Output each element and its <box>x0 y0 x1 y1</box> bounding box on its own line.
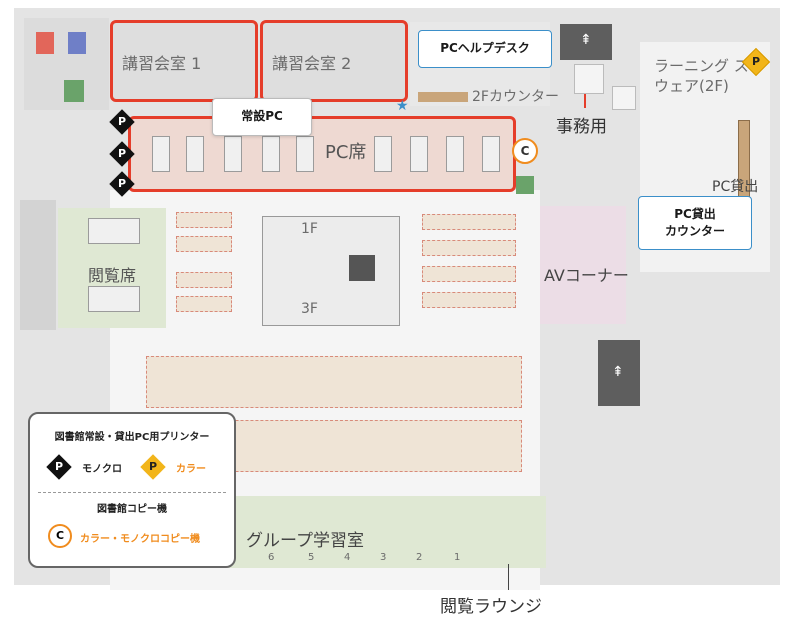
lounge-pointer-line <box>508 564 509 590</box>
av-corner: AVコーナー <box>540 206 629 324</box>
group-room-number: 3 <box>380 552 387 563</box>
pc-desk <box>410 136 428 172</box>
legend-copier-label: カラー・モノクロコピー機 <box>80 534 200 545</box>
pc-desk <box>482 136 500 172</box>
book-shelf <box>422 240 516 256</box>
pc-desk <box>296 136 314 172</box>
accessible-restroom-icon <box>64 80 84 102</box>
group-room-number: 5 <box>308 552 315 563</box>
staircase-top: ⇞ <box>560 24 612 60</box>
office-icon-box <box>612 86 636 110</box>
pc-desk <box>262 136 280 172</box>
lecture-room-2-label: 講習会室 2 <box>272 54 352 73</box>
mono-printer-marker[interactable]: P <box>109 109 135 135</box>
elevator-icon <box>349 255 375 281</box>
pc-lending-label: PC貸出 <box>712 179 759 195</box>
book-shelf <box>176 296 232 312</box>
pc-lending-counter-line1: PC貸出 <box>674 207 716 221</box>
mono-printer-marker[interactable]: P <box>109 171 135 197</box>
left-wall-block <box>20 200 56 330</box>
floor-up-label: 1F <box>301 221 318 237</box>
book-shelf <box>176 212 232 228</box>
book-shelf <box>422 266 516 282</box>
color-printer-legend-icon: P <box>140 454 166 480</box>
pc-desk <box>446 136 464 172</box>
lecture-room-1-highlight <box>110 20 258 102</box>
group-room-number: 4 <box>344 552 351 563</box>
legend-box: 図書館常設・貸出PC用プリンター P モノクロ P カラー 図書館コピー機 C … <box>28 412 236 568</box>
legend-mono-label: モノクロ <box>82 464 122 475</box>
pc-lending-counter-line2: カウンター <box>664 224 725 238</box>
lecture-room-2-highlight <box>260 20 408 102</box>
pc-desk <box>186 136 204 172</box>
counter-desk <box>418 92 468 102</box>
group-study-label: グループ学習室 <box>246 531 364 551</box>
stairs-icon: ⇞ <box>580 32 592 48</box>
permanent-pc-callout: 常設PC <box>212 98 312 136</box>
legend-printer-title: 図書館常設・貸出PC用プリンター <box>54 432 210 443</box>
pc-helpdesk-callout: PCヘルプデスク <box>418 30 552 68</box>
group-room-number: 6 <box>268 552 275 563</box>
legend-divider <box>38 492 226 493</box>
group-room-number: 2 <box>416 552 423 563</box>
copier-legend-icon: C <box>48 524 72 548</box>
lecture-room-1: 講習会室 1 <box>112 22 256 100</box>
restroom-area <box>24 18 109 110</box>
floor-down-label: 3F <box>301 301 318 317</box>
reading-table <box>88 286 140 312</box>
pc-desk <box>374 136 392 172</box>
lounge-label: 閲覧ラウンジ <box>440 597 542 617</box>
av-corner-label: AVコーナー <box>544 266 629 285</box>
pc-lending-counter-callout: PC貸出 カウンター <box>638 196 752 250</box>
book-shelf <box>422 214 516 230</box>
book-shelf-row <box>146 356 522 408</box>
helpdesk-location-star-icon: ★ <box>396 98 409 114</box>
book-shelf <box>176 236 232 252</box>
pc-desk <box>152 136 170 172</box>
reading-seat-area: 閲覧席 <box>58 208 166 328</box>
counter-2f-label: 2Fカウンター <box>472 89 559 105</box>
legend-color-label: カラー <box>176 464 206 475</box>
stairs-icon: ⇞ <box>612 364 624 380</box>
lecture-room-1-label: 講習会室 1 <box>122 54 202 73</box>
book-shelf <box>176 272 232 288</box>
office-arrow-icon <box>584 94 586 108</box>
male-restroom-icon <box>68 32 86 54</box>
central-staircase: 1F 3F <box>262 216 400 326</box>
accessible-icon <box>516 176 534 194</box>
pc-desk <box>224 136 242 172</box>
pc-seat-label: PC席 <box>325 142 367 163</box>
office-label: 事務用 <box>556 117 607 137</box>
group-room-number: 1 <box>454 552 461 563</box>
legend-copier-title: 図書館コピー機 <box>97 504 167 515</box>
elevator-top <box>574 64 604 94</box>
mono-printer-legend-icon: P <box>46 454 72 480</box>
lecture-room-2: 講習会室 2 <box>262 22 406 100</box>
reading-seat-label: 閲覧席 <box>88 266 137 285</box>
female-restroom-icon <box>36 32 54 54</box>
group-study-area: グループ学習室 6 5 4 3 2 1 <box>228 496 546 568</box>
staircase-right: ⇞ <box>598 340 640 406</box>
learning-square-label: ラーニング スクウェア(2F) <box>654 57 764 95</box>
copier-marker[interactable]: C <box>512 138 538 164</box>
book-shelf <box>422 292 516 308</box>
mono-printer-marker[interactable]: P <box>109 141 135 167</box>
reading-table <box>88 218 140 244</box>
